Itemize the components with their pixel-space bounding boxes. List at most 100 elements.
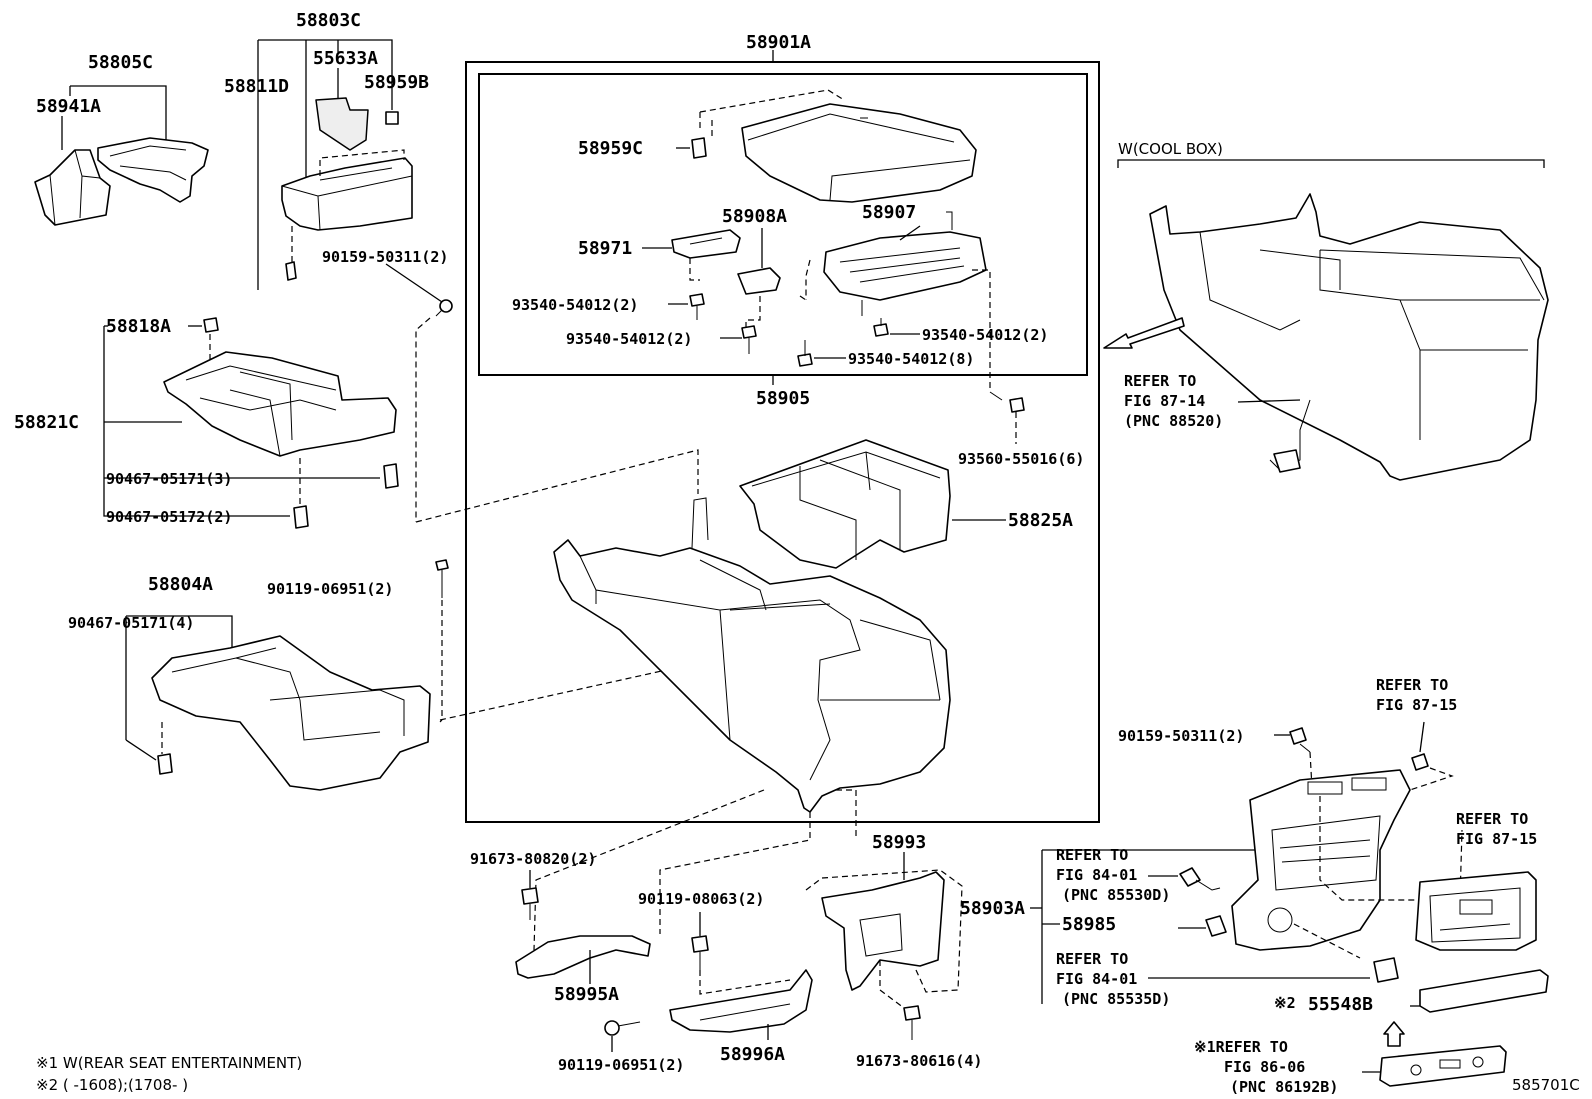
ref2-line2: FIG 87-15	[1376, 696, 1457, 714]
ref1-line3: (PNC 88520)	[1124, 412, 1223, 430]
part-58804a	[151, 635, 431, 791]
arrow-up-icon	[1383, 1021, 1405, 1047]
part-86192b	[1379, 1045, 1507, 1087]
ref4-line3: (PNC 85530D)	[1062, 886, 1170, 904]
part-58985	[1205, 915, 1227, 937]
part-console-body	[553, 497, 951, 813]
ref5-line3: (PNC 85535D)	[1062, 990, 1170, 1008]
label-93540-a: 93540-54012(2)	[512, 296, 638, 314]
part-58971	[671, 229, 741, 259]
label-90159-50311-a: 90159-50311(2)	[322, 248, 448, 266]
part-55633a	[315, 97, 369, 151]
bolt-93540-a	[689, 293, 705, 320]
ref3-line2: FIG 87-15	[1456, 830, 1537, 848]
part-58821c	[163, 351, 397, 457]
footnote-1: ※1 W(REAR SEAT ENTERTAINMENT)	[36, 1054, 302, 1072]
ref4-line1: REFER TO	[1056, 846, 1128, 864]
ref5-line1: REFER TO	[1056, 950, 1128, 968]
footnote-2: ※2 ( -1608);(1708- )	[36, 1076, 188, 1094]
label-58825a: 58825A	[1008, 510, 1073, 531]
bolt-93540-d	[797, 340, 813, 367]
label-90159-50311-b: 90159-50311(2)	[1118, 727, 1244, 745]
label-58907: 58907	[862, 202, 916, 223]
bolt-90159-50311-b	[1289, 727, 1311, 753]
part-58941a	[34, 149, 111, 226]
label-58803c: 58803C	[296, 10, 361, 31]
assembly-58905-box	[478, 73, 1088, 376]
part-armrest-lid	[741, 103, 977, 203]
bolt-91673-80820	[521, 887, 539, 920]
part-55548b-clip	[1373, 957, 1399, 983]
label-58959c: 58959C	[578, 138, 643, 159]
part-58908a	[737, 267, 781, 295]
label-58971: 58971	[578, 238, 632, 259]
part-55548b	[1419, 969, 1549, 1013]
clip-58959c	[691, 137, 707, 159]
label-58959b: 58959B	[364, 72, 429, 93]
clip-90467-05171-3	[383, 463, 399, 489]
label-90467-05171-4: 90467-05171(4)	[68, 614, 194, 632]
part-climate-unit	[1415, 871, 1537, 951]
label-55633a: 55633A	[313, 48, 378, 69]
ref5-line2: FIG 84-01	[1056, 970, 1137, 988]
label-58905: 58905	[756, 388, 810, 409]
label-90119-06951-a: 90119-06951(2)	[267, 580, 393, 598]
part-58959b	[385, 111, 399, 125]
label-58996a: 58996A	[720, 1044, 785, 1065]
ref4-line2: FIG 84-01	[1056, 866, 1137, 884]
label-93540-b: 93540-54012(2)	[566, 330, 692, 348]
label-58995a: 58995A	[554, 984, 619, 1005]
label-58908a: 58908A	[722, 206, 787, 227]
label-90119-06951-b: 90119-06951(2)	[558, 1056, 684, 1074]
bolt-refer-87-15	[1411, 753, 1429, 771]
connector-85530d	[1179, 867, 1221, 891]
ref2-line1: REFER TO	[1376, 676, 1448, 694]
clip-90467-05172-2	[293, 505, 309, 529]
label-93540-c: 93540-54012(2)	[922, 326, 1048, 344]
ref1-line2: FIG 87-14	[1124, 392, 1205, 410]
label-90467-05171-3: 90467-05171(3)	[106, 470, 232, 488]
bolt-93560	[989, 391, 1025, 413]
bolt-91673-80616	[903, 1005, 921, 1040]
label-93540-d: 93540-54012(8)	[848, 350, 974, 368]
label-58821c: 58821C	[14, 412, 79, 433]
label-58805c: 58805C	[88, 52, 153, 73]
ref1-line1: REFER TO	[1124, 372, 1196, 390]
label-58818a: 58818A	[106, 316, 171, 337]
arrow-left-icon	[1103, 317, 1185, 349]
bolt-90119-06951-a	[435, 559, 449, 598]
label-58804a: 58804A	[148, 574, 213, 595]
label-58993: 58993	[872, 832, 926, 853]
ref6-line2: FIG 86-06	[1224, 1058, 1305, 1076]
label-mark-2: ※2	[1274, 994, 1296, 1012]
label-58985: 58985	[1062, 914, 1116, 935]
label-91673-80820: 91673-80820(2)	[470, 850, 596, 868]
part-58993	[821, 871, 945, 991]
bolt-90119-08063	[691, 935, 709, 970]
ref3-line1: REFER TO	[1456, 810, 1528, 828]
label-90467-05172-2: 90467-05172(2)	[106, 508, 232, 526]
label-w-cool-box: W(COOL BOX)	[1118, 140, 1223, 158]
part-coolbox-console	[1149, 193, 1549, 481]
part-58907	[823, 211, 987, 316]
label-91673-80616: 91673-80616(4)	[856, 1052, 982, 1070]
label-58903a: 58903A	[960, 898, 1025, 919]
bolt-93540-b	[741, 325, 757, 354]
label-58811d: 58811D	[224, 76, 289, 97]
bolt-90119-06951-b	[604, 1020, 641, 1036]
label-93560: 93560-55016(6)	[958, 450, 1084, 468]
part-58996a	[669, 969, 813, 1033]
part-58818a	[203, 317, 219, 333]
diagram-code: 585701C	[1512, 1076, 1580, 1094]
part-58825a	[739, 439, 951, 569]
part-58995a	[515, 935, 651, 979]
part-58805c	[97, 137, 209, 203]
label-90119-08063: 90119-08063(2)	[638, 890, 764, 908]
bolt-90159-50311-a	[435, 299, 453, 317]
label-55548b: 55548B	[1308, 994, 1373, 1015]
label-58941a: 58941A	[36, 96, 101, 117]
ref6-line3: (PNC 86192B)	[1230, 1078, 1338, 1096]
ref6-line1: ※1REFER TO	[1194, 1038, 1288, 1056]
part-58811d	[281, 149, 413, 281]
